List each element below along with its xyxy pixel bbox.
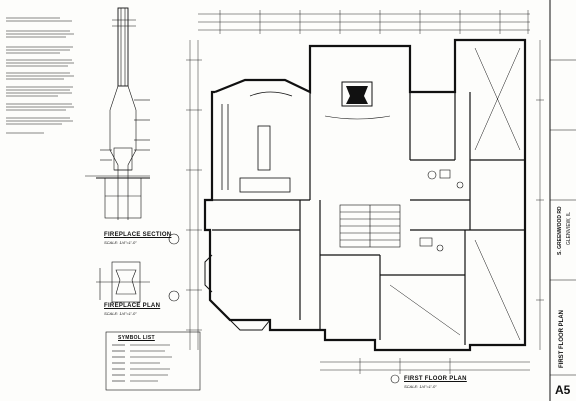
sheet-number: A5 xyxy=(555,383,571,397)
interior-walls xyxy=(212,92,525,345)
first-floor-plan-title: FIRST FLOOR PLAN xyxy=(404,376,467,382)
bath-fixtures xyxy=(419,169,464,252)
fireplace-section-scale: SCALE: 1/4"=1'-0" xyxy=(104,240,137,245)
plan-callout xyxy=(168,290,180,302)
title-block-city: GLENVIEW, IL xyxy=(566,211,572,245)
general-notes-lines xyxy=(6,17,74,134)
garage-hatch xyxy=(389,47,521,341)
title-block-address: S. GREENWOOD RD xyxy=(557,206,563,255)
stair xyxy=(339,204,401,248)
fireplace-section-title: FIREPLACE SECTION xyxy=(104,232,172,238)
title-block-sheet-name: FIRST FLOOR PLAN xyxy=(559,310,565,368)
family-room-fireplace xyxy=(324,81,391,120)
fireplace-plan-detail xyxy=(96,261,150,303)
floor-plan-callout xyxy=(390,374,400,384)
bay-window xyxy=(204,254,271,331)
exterior-walls xyxy=(203,38,527,352)
dimension-lines xyxy=(186,10,544,374)
fireplace-plan-title: FIREPLACE PLAN xyxy=(104,303,161,309)
fireplace-plan-scale: SCALE: 1/4"=1'-0" xyxy=(104,311,137,316)
symbol-list-title: SYMBOL LIST xyxy=(118,335,155,341)
section-callout xyxy=(168,233,180,245)
fireplace-section-detail xyxy=(85,7,150,220)
first-floor-plan-scale: SCALE: 1/4"=1'-0" xyxy=(404,384,437,389)
symbol-list xyxy=(105,331,201,391)
kitchen-fixtures xyxy=(221,91,293,193)
title-block xyxy=(549,0,576,401)
